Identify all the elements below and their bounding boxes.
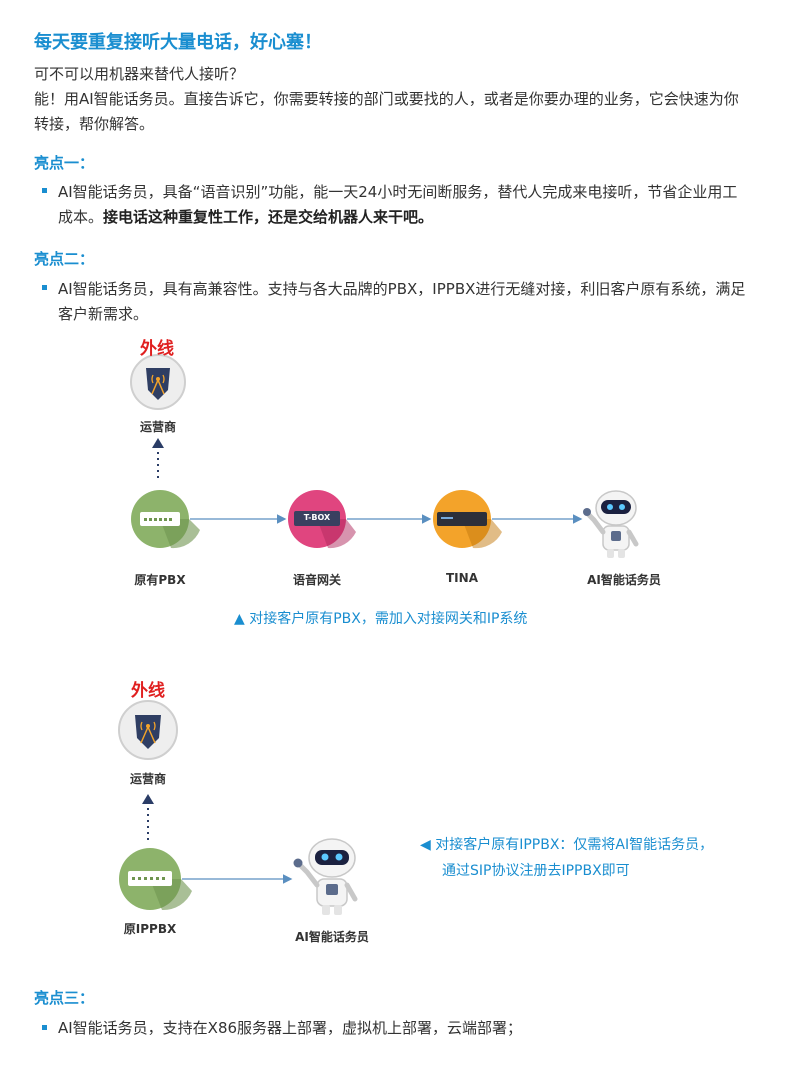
bullet-icon — [42, 285, 47, 290]
pbx-label: 原有PBX — [134, 573, 186, 587]
ippbx-device-icon — [119, 848, 192, 911]
highlight-1-line-2-bold: 接电话这种重复性工作，还是交给机器人来干吧。 — [103, 208, 434, 226]
robot-label: AI智能话务员 — [295, 930, 369, 944]
outside-line-label: 外线 — [131, 681, 165, 701]
highlight-1-line-1: AI智能话务员，具备“语音识别”功能，能一天24小时无间断服务，替代人完成来电接… — [58, 183, 738, 201]
highlight-2-line-2: 客户新需求。 — [58, 305, 149, 323]
carrier-label: 运营商 — [139, 420, 176, 434]
highlight-2-line-1: AI智能话务员，具有高兼容性。支持与各大品牌的PBX，IPPBX进行无缝对接，利… — [58, 280, 746, 298]
diagram-2-caption-line-2: 通过SIP协议注册去IPPBX即可 — [442, 863, 630, 879]
gateway-device-icon — [288, 490, 356, 549]
diagram-1-caption: ▲ 对接客户原有PBX，需加入对接网关和IP系统 — [234, 611, 528, 627]
robot-label: AI智能话务员 — [587, 573, 661, 587]
highlight-3-heading: 亮点三： — [34, 989, 95, 1007]
diagram-pbx-graphic — [130, 354, 639, 558]
highlight-1-line-2-plain: 成本。 — [58, 208, 104, 226]
gateway-device-label: T-BOX — [303, 513, 331, 522]
robot-icon — [293, 838, 358, 915]
bullet-icon — [42, 1025, 47, 1030]
diagram-pbx: 外线 运营商 T-BOX 原有PBX 语音网关 TINA AI智能话务员 ▲ 对… — [0, 330, 800, 630]
tina-label: TINA — [446, 571, 478, 585]
bullet-icon — [42, 188, 47, 193]
robot-icon — [583, 490, 639, 558]
pbx-device-icon — [131, 490, 200, 549]
intro-line-1: 可不可以用机器来替代人接听？ — [34, 65, 245, 83]
arrow-up-icon — [152, 438, 164, 448]
tina-device-icon — [433, 490, 502, 549]
page-title: 每天要重复接听大量电话，好心塞！ — [34, 32, 322, 53]
outside-line-label: 外线 — [140, 339, 174, 359]
carrier-label: 运营商 — [129, 772, 166, 786]
diagram-ippbx-graphic — [118, 700, 358, 915]
ippbx-label: 原IPPBX — [123, 922, 177, 936]
gateway-label: 语音网关 — [292, 573, 341, 587]
diagram-2-caption-line-1: ◀ 对接客户原有IPPBX：仅需将AI智能话务员， — [420, 837, 714, 853]
highlight-1-heading: 亮点一： — [34, 154, 95, 172]
intro-line-2: 能！用AI智能话务员。直接告诉它，你需要转接的部门或要找的人，或者是你要办理的业… — [34, 90, 739, 108]
highlight-1-line-2: 成本。接电话这种重复性工作，还是交给机器人来干吧。 — [58, 205, 433, 230]
diagram-ippbx: 外线 运营商 原IPPBX AI智能话务员 ◀ 对接客户原有IPPBX：仅需将A… — [0, 670, 800, 950]
arrow-up-icon — [142, 794, 154, 804]
highlight-2-heading: 亮点二： — [34, 250, 95, 268]
highlight-3-line-1: AI智能话务员，支持在X86服务器上部署，虚拟机上部署，云端部署； — [58, 1019, 523, 1037]
intro-line-3: 转接，帮你解答。 — [34, 115, 155, 133]
carrier-tower-icon — [130, 354, 186, 410]
carrier-tower-icon — [118, 700, 178, 760]
